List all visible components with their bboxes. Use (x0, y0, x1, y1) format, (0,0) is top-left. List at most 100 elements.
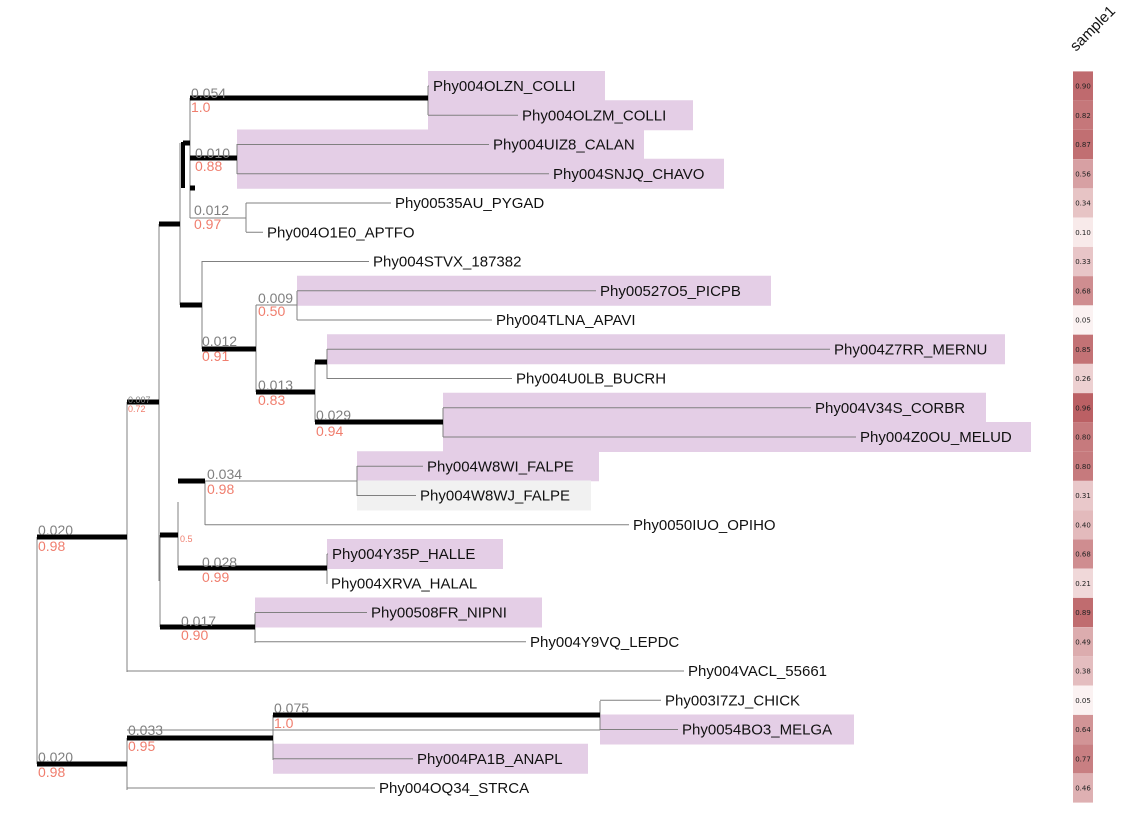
heatmap-cell (1073, 597, 1093, 628)
node-support-value: 0.013 (258, 377, 293, 393)
leaf-label: Phy004U0LB_BUCRH (516, 371, 666, 388)
leaf-highlight-box (428, 71, 605, 101)
heatmap-cell-value: 0.31 (1075, 492, 1091, 500)
node-support-value: 0.075 (274, 700, 309, 716)
node-support-value: 0.009 (258, 290, 293, 306)
leaf-label: Phy004OQ34_STRCA (379, 780, 529, 797)
node-support-value: 0.012 (202, 333, 237, 349)
heatmap-cell (1073, 451, 1093, 481)
heatmap-cell (1073, 539, 1093, 569)
leaf-label: Phy004W8WI_FALPE (427, 458, 574, 475)
heatmap-cell (1073, 129, 1093, 160)
leaf-label: Phy004UIZ8_CALAN (493, 137, 635, 154)
heatmap-cell (1073, 334, 1093, 364)
node-bootstrap-value: 0.98 (38, 538, 65, 554)
heatmap-cell-value: 0.77 (1075, 755, 1091, 763)
node-bootstrap-value: 1.0 (191, 99, 211, 115)
node-bootstrap-value: 0.94 (316, 423, 343, 439)
node-bootstrap-value: 0.50 (258, 303, 285, 319)
leaf-label: Phy0050IUO_OPIHO (633, 517, 776, 534)
heatmap-cell-value: 0.80 (1075, 434, 1091, 442)
heatmap-cell-value: 0.89 (1075, 609, 1091, 617)
node-support-value: 0.028 (202, 554, 237, 570)
heatmap-column: sample1 0.90 0.82 0.87 0.56 0.34 0.10 0.33 0.68… (1067, 3, 1119, 803)
heatmap-cell (1073, 217, 1093, 247)
leaf-label: Phy004V34S_CORBR (815, 400, 965, 417)
heatmap-cell-value: 0.10 (1075, 229, 1091, 237)
leaf-label: Phy00535AU_PYGAD (395, 195, 544, 212)
leaf-label: Phy004PA1B_ANAPL (417, 751, 563, 768)
heatmap-cell-value: 0.56 (1075, 170, 1091, 178)
heatmap-cell-value: 0.49 (1075, 638, 1091, 646)
heatmap-cell (1073, 714, 1093, 745)
heatmap-cell-value: 0.26 (1075, 375, 1091, 383)
heatmap-cell (1073, 188, 1093, 218)
leaf-label: Phy0054BO3_MELGA (682, 722, 832, 739)
leaf-label: Phy00527O5_PICPB (600, 283, 741, 300)
heatmap-cell-value: 0.38 (1075, 668, 1091, 676)
node-support-value: 0.017 (181, 613, 216, 629)
node-support-value: 0.054 (191, 85, 226, 101)
leaf-label: Phy004Y9VQ_LEPDC (530, 634, 679, 651)
heatmap-cell-value: 0.46 (1075, 785, 1091, 793)
heatmap-cell-value: 0.68 (1075, 287, 1091, 295)
leaf-label: Phy004Y35P_HALLE (332, 546, 475, 563)
heatmap-cell (1073, 744, 1093, 774)
node-support-value: 0.033 (128, 722, 163, 738)
node-support-value: 0.012 (194, 202, 229, 218)
heatmap-cell-value: 0.33 (1075, 258, 1091, 266)
node-support-value: 0.034 (207, 466, 242, 482)
leaf-label: Phy004STVX_187382 (373, 254, 521, 271)
node-bootstrap-value: 0.97 (194, 216, 221, 232)
node-bootstrap-value: 0.91 (202, 348, 229, 364)
node-bootstrap-value: 0.83 (258, 392, 285, 408)
leaf-label: Phy004Z0OU_MELUD (860, 429, 1012, 446)
heatmap-cell (1073, 510, 1093, 540)
node-bootstrap-value: 0.98 (207, 481, 234, 497)
heatmap-cell (1073, 422, 1093, 452)
heatmap-column-header: sample1 (1067, 3, 1119, 55)
heatmap-cell-value: 0.90 (1075, 83, 1091, 91)
heatmap-cell (1073, 305, 1093, 335)
heatmap-cell-value: 0.21 (1075, 580, 1091, 588)
leaf-label: Phy00508FR_NIPNI (371, 605, 507, 622)
heatmap-cell (1073, 685, 1093, 715)
heatmap-cell (1073, 656, 1093, 686)
heatmap-cell (1073, 100, 1093, 130)
heatmap-cell-value: 0.82 (1075, 112, 1091, 120)
heatmap-cell (1073, 363, 1093, 394)
node-bootstrap-value: 0.72 (128, 404, 146, 414)
heatmap-cell-value: 0.96 (1075, 404, 1091, 412)
node-labels: 0.0541.00.0100.880.0120.970.0090.500.012… (38, 85, 351, 780)
leaf-label: Phy004W8WJ_FALPE (420, 488, 570, 505)
node-support-value: 0.010 (195, 145, 230, 161)
node-support-value: 0.020 (38, 522, 73, 538)
leaf-label: Phy003I7ZJ_CHICK (665, 692, 800, 709)
leaf-label: Phy004OLZN_COLLI (433, 78, 576, 95)
heatmap-cell-value: 0.87 (1075, 141, 1091, 149)
leaf-highlight-box (327, 539, 503, 569)
heatmap-cell-value: 0.68 (1075, 551, 1091, 559)
heatmap-cell-value: 0.64 (1075, 726, 1091, 734)
leaf-label: Phy004OLZM_COLLI (522, 107, 666, 124)
node-support-value: 0.007 (128, 395, 151, 405)
node-bootstrap-value: 0.5 (180, 534, 193, 544)
heatmap-cell-value: 0.05 (1075, 697, 1091, 705)
leaf-label: Phy004O1E0_APTFO (267, 224, 415, 241)
leaf-label: Phy004XRVA_HALAL (331, 575, 477, 592)
leaf-label: Phy004VACL_55661 (688, 663, 827, 680)
node-bootstrap-value: 0.90 (181, 627, 208, 643)
heatmap-cell-value: 0.85 (1075, 346, 1091, 354)
node-bootstrap-value: 0.95 (128, 738, 155, 754)
heatmap-cell (1073, 627, 1093, 657)
heatmap-cell-value: 0.80 (1075, 463, 1091, 471)
heatmap-cell (1073, 773, 1093, 803)
leaf-label: Phy004SNJQ_CHAVO (553, 166, 704, 183)
leaf-label: Phy004Z7RR_MERNU (834, 341, 987, 358)
heatmap-cell-value: 0.05 (1075, 317, 1091, 325)
heatmap-cell-value: 0.34 (1075, 200, 1091, 208)
leaf-labels: Phy004OLZN_COLLI Phy004OLZM_COLLI Phy004UI… (267, 78, 1012, 797)
node-bootstrap-value: 1.0 (274, 715, 294, 731)
heatmap-cell (1073, 276, 1093, 306)
